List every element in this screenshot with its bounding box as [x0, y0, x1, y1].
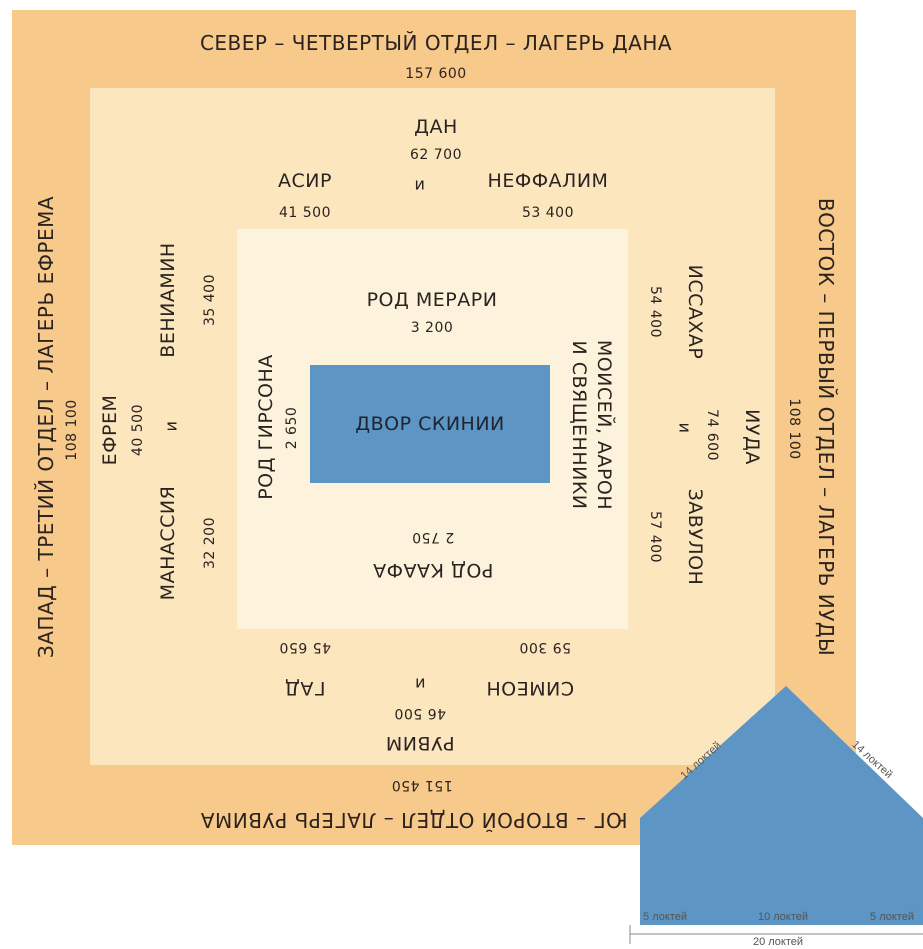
north-title: СЕВЕР – ЧЕТВЕРТЫЙ ОТДЕЛ – ЛАГЕРЬ ДАНА [199, 31, 673, 55]
dan-label: ДАН [414, 116, 458, 138]
north-and: и [414, 174, 426, 194]
naphtali-count: 53 400 [522, 205, 574, 221]
scale-seg2: 10 локтей [758, 911, 808, 923]
gate-shape [640, 686, 923, 925]
court-label: ДВОР СКИНИИ [355, 413, 505, 435]
asher-label: АСИР [278, 170, 332, 192]
north-total: 157 600 [405, 66, 467, 82]
naphtali-label: НЕФФАЛИМ [487, 170, 609, 192]
scale-seg3: 5 локтей [870, 911, 914, 923]
tabernacle-court [310, 365, 550, 483]
merari-count: 3 200 [410, 320, 454, 336]
asher-count: 41 500 [279, 205, 331, 221]
scale-seg1: 5 локтей [643, 911, 687, 923]
merari-label: РОД МЕРАРИ [366, 289, 498, 311]
dan-count: 62 700 [410, 147, 462, 163]
scale-total: 20 локтей [753, 936, 803, 948]
